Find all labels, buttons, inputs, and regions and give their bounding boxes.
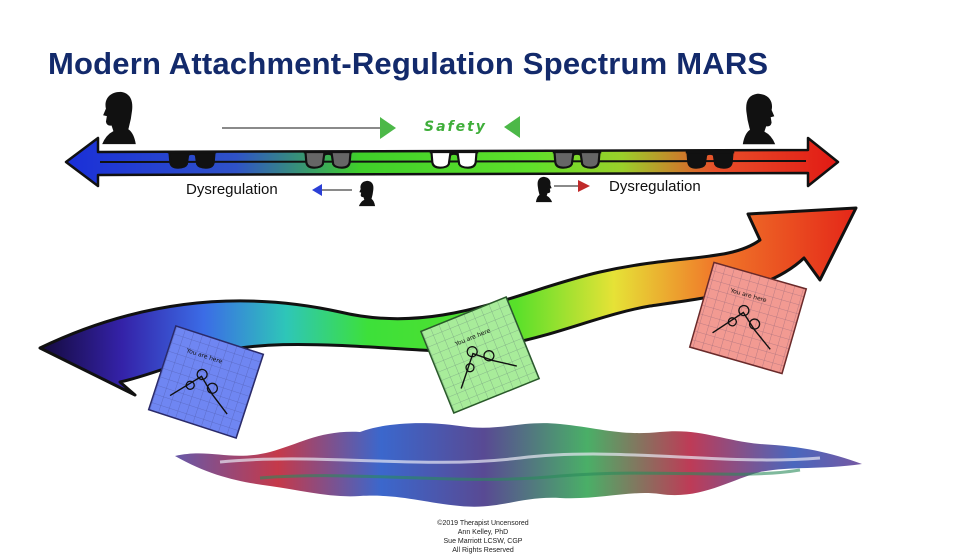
left-dysregulation-label: Dysregulation (186, 181, 278, 198)
toward-safety-arrow (222, 117, 396, 139)
right-dysregulation-label: Dysregulation (609, 178, 701, 195)
copyright-line: ©2019 Therapist Uncensored (437, 520, 529, 527)
sticky-note-blue (147, 324, 265, 440)
small-head-icon (535, 176, 553, 203)
copyright-line: Ann Kelley, PhD (457, 529, 509, 536)
head-silhouette-icon (742, 93, 776, 145)
dysregulation-puddle (175, 423, 862, 507)
copyright-block: ©2019 Therapist Uncensored Ann Kelley, P… (0, 519, 966, 555)
copyright-line: All Rights Reserved (452, 547, 514, 554)
safety-label: Safety (424, 119, 487, 135)
head-silhouette-icon (102, 91, 136, 145)
sticky-note-red (688, 261, 808, 375)
page-title: Modern Attachment-Regulation Spectrum MA… (48, 46, 769, 81)
left-dysregulation-arrow (312, 184, 352, 196)
safety-return-arrow-icon (504, 116, 520, 138)
regulation-wave (38, 206, 858, 397)
right-dysregulation-arrow (554, 180, 590, 192)
sticky-note-green (419, 295, 541, 415)
copyright-line: Sue Marriott LCSW, CGP (443, 538, 523, 545)
small-head-icon (358, 180, 376, 207)
